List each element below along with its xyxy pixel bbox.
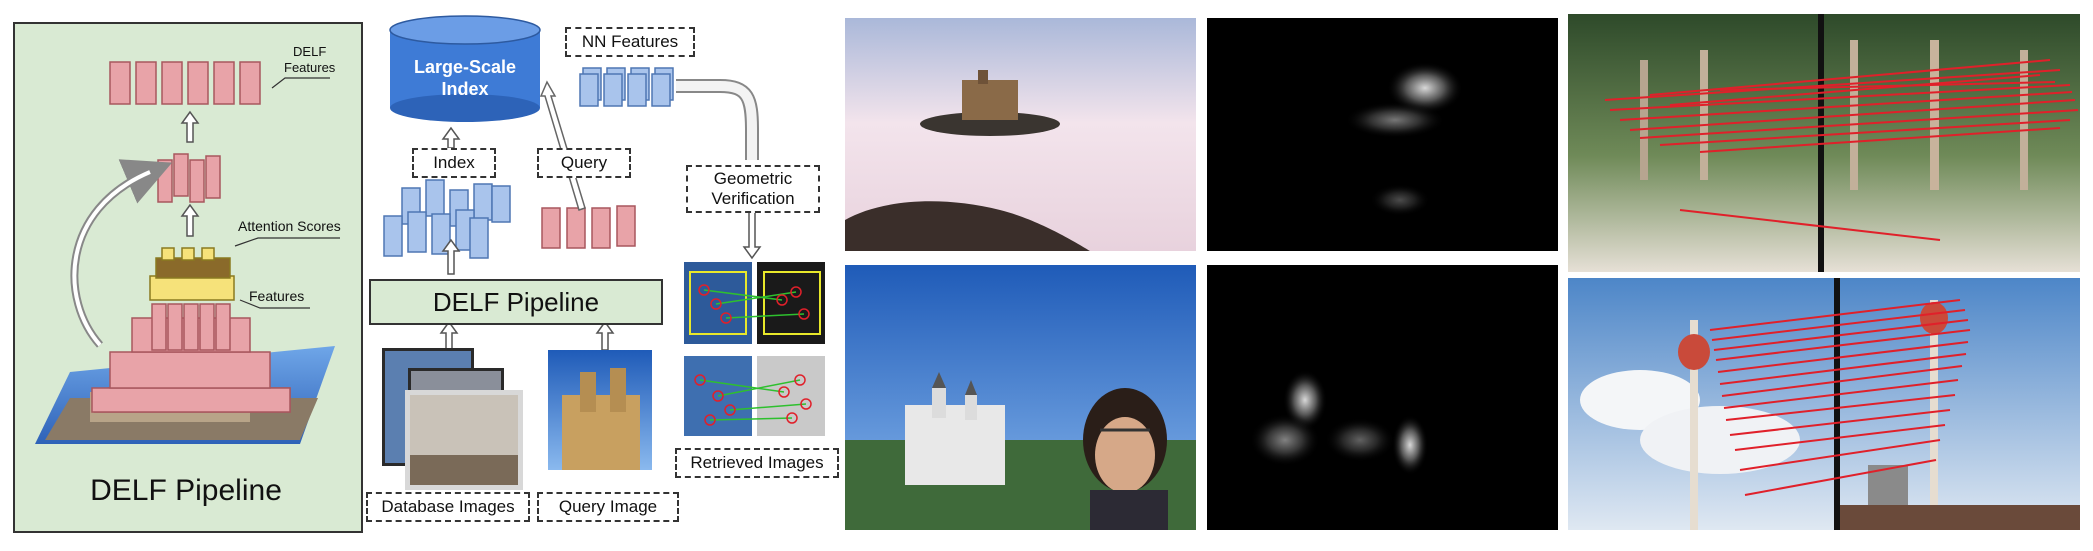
attention-map-2: [1207, 265, 1558, 530]
features-block: [151, 303, 231, 351]
nn-features-box: NN Features: [565, 27, 695, 57]
retrieved-images: [684, 262, 825, 436]
query-box: Query: [537, 148, 631, 178]
selected-features-block: [157, 153, 221, 203]
attention-block: [149, 247, 235, 301]
large-scale-index-label: Large-Scale Index: [413, 57, 517, 99]
leader-lines: [234, 77, 340, 309]
retrieved-images-box: Retrieved Images: [675, 448, 839, 478]
photo-totem-pair: [1568, 14, 2080, 272]
attention-map-1: [1207, 18, 1558, 251]
features-label: Features: [249, 288, 305, 304]
panel-title: DELF Pipeline: [90, 474, 282, 507]
database-images-stack: [382, 348, 523, 490]
photo-castle-with-person: [845, 265, 1196, 530]
query-image: [548, 350, 652, 470]
query-image-box: Query Image: [537, 492, 679, 522]
nn-features-blocks: [579, 67, 674, 107]
up-arrow-icon: [439, 126, 615, 351]
delf-pipeline-box: DELF Pipeline: [369, 279, 663, 325]
delf-features-row: [109, 61, 261, 105]
geometric-verification-box: Geometric Verification: [686, 165, 820, 213]
down-arrow-icon: [742, 211, 762, 260]
database-images-box: Database Images: [366, 492, 530, 522]
photo-tower-pair: [1568, 278, 2080, 530]
query-feature-blocks: [541, 205, 636, 249]
nn-to-verification-arrow: [676, 79, 759, 160]
photo-castle-in-fog: [845, 18, 1196, 251]
attention-scores-label: Attention Scores: [238, 218, 341, 234]
delf-features-label: DELF Features: [284, 44, 336, 75]
index-box: Index: [412, 148, 496, 178]
large-scale-index-cylinder: [389, 15, 541, 122]
index-feature-blocks: [383, 179, 511, 259]
up-arrow-icon: [180, 110, 200, 237]
query-arrow: [539, 80, 586, 211]
